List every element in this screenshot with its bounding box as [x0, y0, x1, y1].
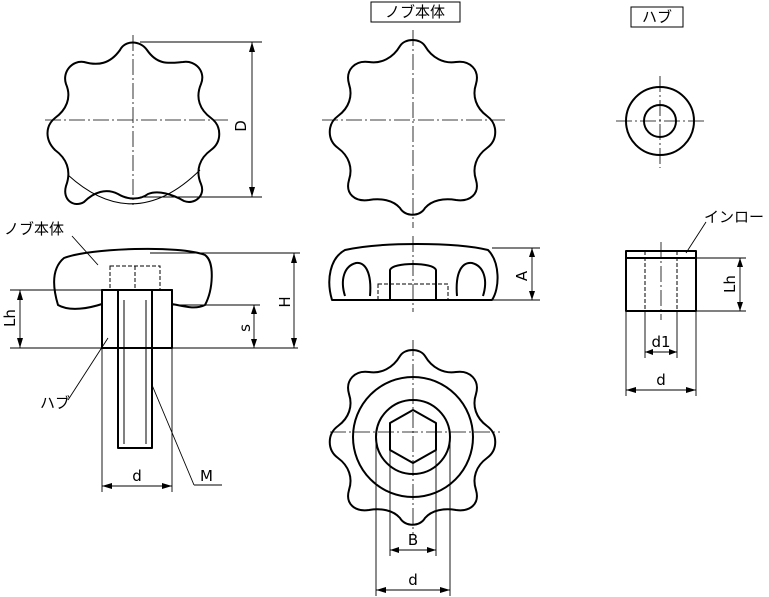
spigot-leader	[685, 221, 707, 254]
knob-body-side-outline	[328, 243, 499, 301]
d-left-arrow-r	[162, 483, 172, 489]
a-arrow-top	[529, 248, 535, 257]
d-center-arrow-r	[440, 587, 450, 593]
top-view-center: ノブ本体	[322, 1, 505, 228]
d-arrow-bottom	[249, 187, 255, 197]
side-view-right: インロー Lh d1 d	[625, 208, 764, 396]
d-left-arrow-l	[102, 483, 112, 489]
lobe-arc-left	[67, 169, 201, 205]
d1-arrow-l	[645, 349, 653, 355]
dim-M-label: M	[200, 467, 213, 485]
d-right-arrow-l	[626, 387, 636, 393]
dim-d1-label: d1	[651, 333, 670, 351]
b-arrow-l	[390, 547, 399, 553]
hub-body-left	[101, 289, 173, 349]
hub-title: ハブ	[642, 8, 672, 26]
lh-right-arrow-bottom	[737, 302, 743, 311]
dim-s-label: s	[236, 324, 254, 332]
s-arrow-bottom	[251, 339, 257, 348]
lh-left-arrow-bottom	[17, 338, 23, 348]
hub-leader	[67, 337, 109, 401]
dim-d-center-label: d	[408, 571, 418, 589]
lobe-outline-center	[328, 39, 497, 216]
knob-body-leader	[71, 235, 99, 266]
lh-right-arrow-top	[737, 258, 743, 267]
d-right-arrow-r	[686, 387, 696, 393]
a-arrow-bottom	[529, 291, 535, 300]
side-view-center: A	[328, 236, 540, 312]
dim-D-label: D	[232, 120, 250, 132]
dim-Lh-left-label: Lh	[1, 309, 19, 327]
dim-B-label: B	[408, 531, 418, 549]
lobe-outline-left	[46, 41, 221, 205]
screw-shank	[117, 289, 153, 449]
lh-left-arrow-top	[17, 290, 23, 300]
knob-body-side-inner-right	[455, 261, 487, 297]
top-view-left: D	[45, 35, 262, 205]
annotation-spigot: インロー	[704, 208, 764, 226]
annotation-knob-body: ノブ本体	[4, 220, 64, 238]
bottom-view-center: B d	[328, 340, 500, 596]
dim-d-left-label: d	[132, 467, 142, 485]
m-leader	[151, 384, 195, 486]
dim-A-label: A	[513, 270, 531, 281]
top-view-right: ハブ	[616, 6, 705, 168]
lobe-outline-bottom	[328, 349, 497, 526]
side-view-left: Lh s H d M ノブ本体 ハブ	[1, 220, 300, 492]
h-arrow-bottom	[291, 338, 297, 348]
annotation-hub: ハブ	[40, 394, 70, 412]
hub-title-box	[630, 6, 684, 28]
d1-arrow-r	[669, 349, 677, 355]
knob-body-title: ノブ本体	[385, 3, 445, 21]
s-arrow-top	[251, 305, 257, 314]
knob-body-title-box	[370, 1, 461, 23]
dim-Lh-right-label: Lh	[721, 275, 739, 293]
h-arrow-top	[291, 253, 297, 263]
knob-body-side-inner-left	[341, 261, 372, 297]
d-arrow-top	[249, 42, 255, 52]
d-center-arrow-l	[376, 587, 386, 593]
dim-d-right-label: d	[656, 371, 666, 389]
dim-H-label: H	[276, 296, 294, 307]
b-arrow-r	[427, 547, 436, 553]
knob-head-outline	[53, 247, 213, 310]
